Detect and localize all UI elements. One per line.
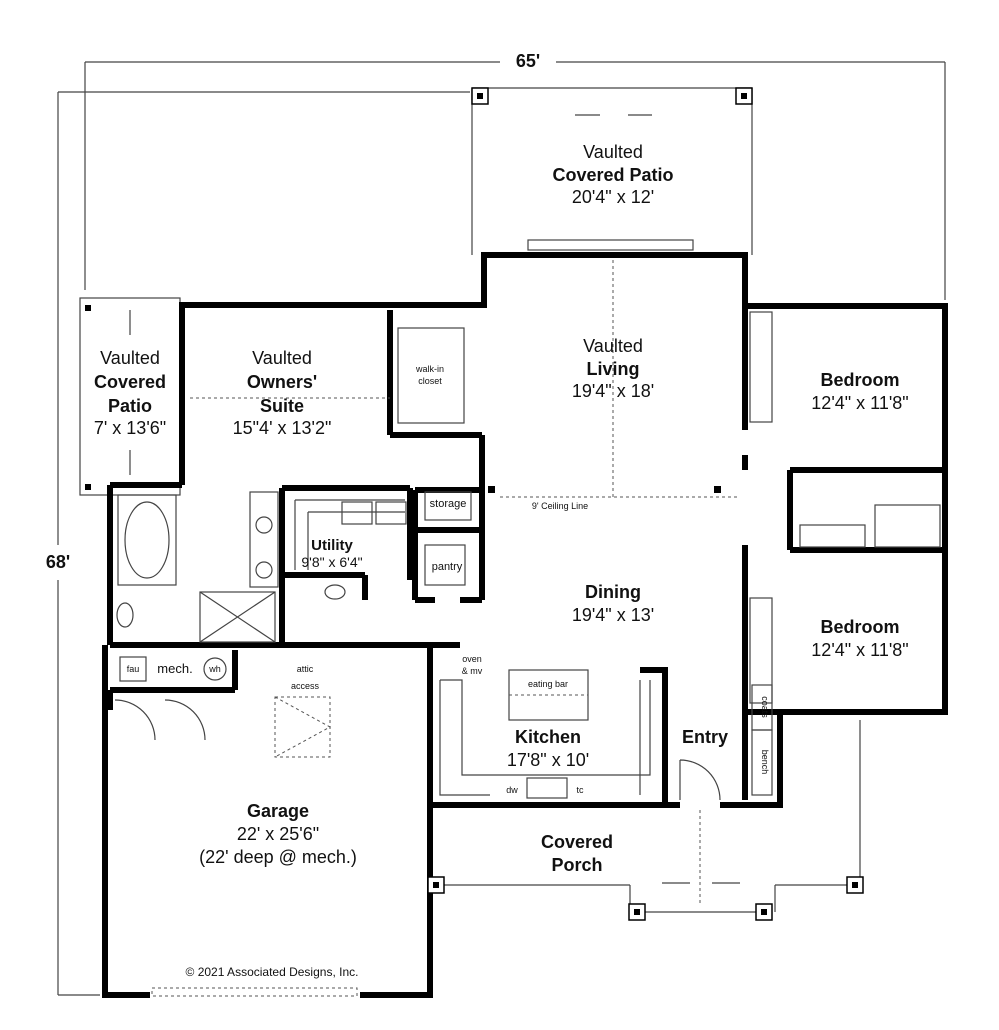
- depth-dimension: 68': [46, 552, 70, 572]
- room-label: Vaulted: [100, 348, 160, 368]
- room-label: Vaulted: [583, 142, 643, 162]
- room-size: 20'4" x 12': [572, 187, 654, 207]
- closet-label: walk-in: [415, 364, 444, 374]
- room-name: Suite: [260, 396, 304, 416]
- water-heater-label: wh: [208, 664, 221, 674]
- fau-label: fau: [127, 664, 140, 674]
- room-note: (22' deep @ mech.): [199, 847, 357, 867]
- room-name: Entry: [682, 727, 728, 747]
- room-name: Covered: [94, 372, 166, 392]
- oven-label: oven: [462, 654, 482, 664]
- garage: fau mech. wh attic access Garage 22' x 2…: [114, 656, 359, 997]
- oven-label: & mv: [462, 666, 483, 676]
- mech-label: mech.: [157, 661, 192, 676]
- room-name: Porch: [551, 855, 602, 875]
- living-room: Vaulted Living 19'4" x 18' 9' Ceiling Li…: [488, 260, 740, 511]
- owners-bath: [116, 491, 279, 643]
- dishwasher-label: dw: [506, 785, 518, 795]
- bench-label: bench: [760, 750, 770, 775]
- pantry-label: pantry: [432, 561, 463, 573]
- room-label: Vaulted: [252, 348, 312, 368]
- dining-room: Dining 19'4" x 13': [572, 582, 654, 625]
- room-size: 9'8" x 6'4": [301, 554, 362, 570]
- room-name: Bedroom: [820, 370, 899, 390]
- room-label: Vaulted: [583, 336, 643, 356]
- room-size: 12'4" x 11'8": [811, 393, 908, 413]
- dimension-lines: 65' 68': [46, 51, 946, 996]
- room-name: Garage: [247, 801, 309, 821]
- rear-covered-patio: Vaulted Covered Patio 20'4" x 12': [471, 87, 753, 255]
- kitchen: oven & mv eating bar Kitchen 17'8" x 10'…: [439, 654, 651, 799]
- covered-porch: Covered Porch: [427, 720, 864, 921]
- room-name: Kitchen: [515, 727, 581, 747]
- bedrooms: Bedroom 12'4" x 11'8" Bedroom 12'4" x 11…: [749, 311, 941, 704]
- room-size: 15"4' x 13'2": [233, 418, 332, 438]
- trash-compactor-label: tc: [576, 785, 584, 795]
- room-name: Bedroom: [820, 617, 899, 637]
- room-size: 17'8" x 10': [507, 750, 589, 770]
- width-dimension: 65': [516, 51, 540, 71]
- owners-suite: Vaulted Owners' Suite 15"4' x 13'2" walk…: [190, 327, 465, 438]
- room-name: Covered Patio: [552, 165, 673, 185]
- room-size: 19'4" x 13': [572, 605, 654, 625]
- utility-area: Utility 9'8" x 6'4" storage pantry: [294, 491, 472, 600]
- copyright: © 2021 Associated Designs, Inc.: [186, 965, 359, 979]
- ceiling-line-label: 9' Ceiling Line: [532, 501, 588, 511]
- exterior-walls: [102, 252, 948, 998]
- room-name: Dining: [585, 582, 641, 602]
- room-size: 19'4" x 18': [572, 381, 654, 401]
- room-size: 7' x 13'6": [94, 418, 166, 438]
- room-name: Living: [587, 359, 640, 379]
- side-covered-patio: Vaulted Covered Patio 7' x 13'6": [79, 297, 181, 496]
- room-size: 22' x 25'6": [237, 824, 319, 844]
- room-name: Owners': [247, 372, 317, 392]
- closet-label: closet: [418, 376, 442, 386]
- coats-label: coats: [760, 696, 770, 718]
- room-name: Patio: [108, 396, 152, 416]
- room-name: Covered: [541, 832, 613, 852]
- storage-label: storage: [430, 498, 467, 510]
- eating-bar-label: eating bar: [528, 679, 568, 689]
- attic-access-label: access: [291, 681, 320, 691]
- room-name: Utility: [311, 537, 353, 554]
- room-size: 12'4" x 11'8": [811, 640, 908, 660]
- attic-access-label: attic: [297, 664, 314, 674]
- entry: Entry coats bench: [679, 684, 773, 801]
